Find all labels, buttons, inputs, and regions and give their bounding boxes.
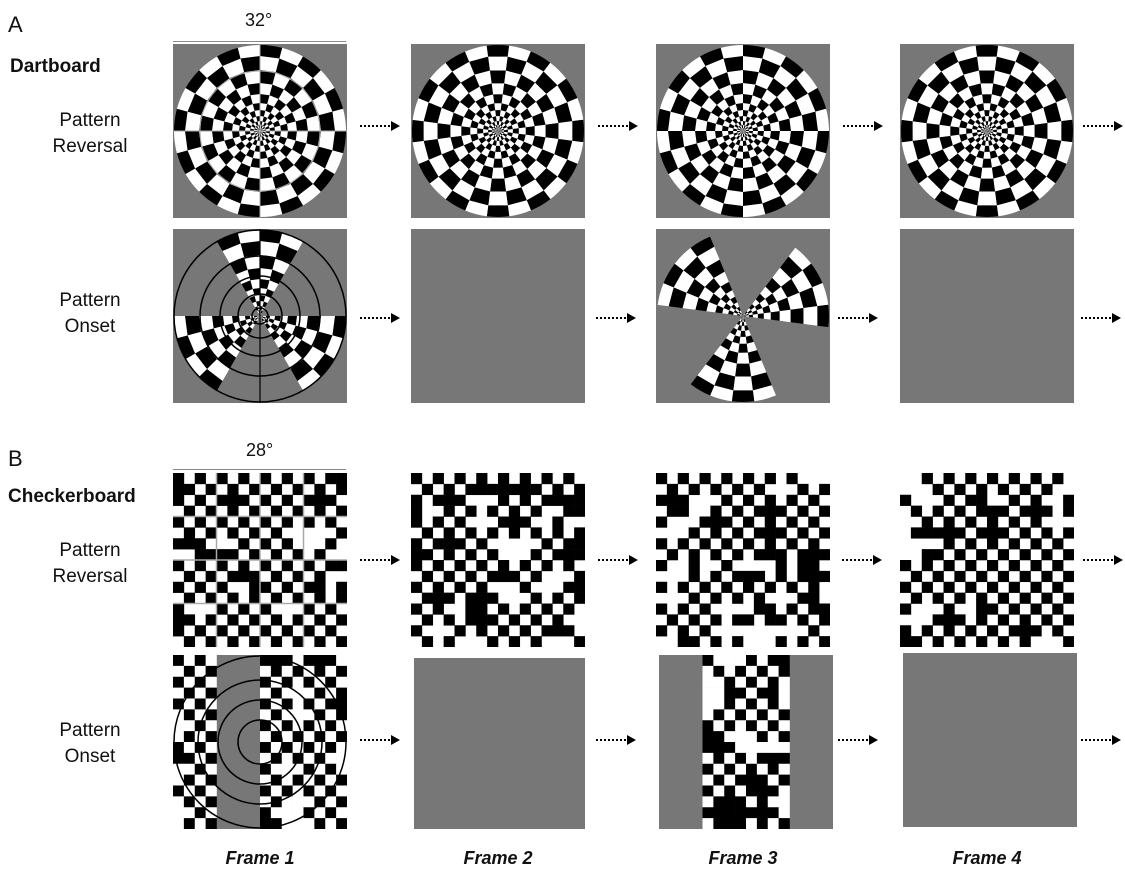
angle-label-a: 32° [245, 10, 272, 31]
checkerboard-onset-frame-1 [173, 655, 347, 829]
row-label-line1: Pattern [30, 718, 150, 744]
dartboard-onset-frame-2-blank [411, 229, 585, 403]
checkerboard-onset-frame-2-blank [414, 658, 585, 829]
row-label-line2: Reversal [30, 564, 150, 590]
row-label-line1: Pattern [30, 538, 150, 564]
frame-label-4: Frame 4 [907, 848, 1067, 869]
arrow-icon [843, 120, 883, 132]
arrow-icon [596, 312, 636, 324]
row-label-b-reversal: Pattern Reversal [30, 538, 150, 590]
arrow-icon [1083, 120, 1123, 132]
arrow-icon [360, 734, 400, 746]
arrow-icon [598, 120, 638, 132]
dartboard-reversal-frame-3 [656, 44, 830, 218]
scale-bar-b [173, 469, 346, 470]
checkerboard-reversal-frame-4 [900, 473, 1074, 647]
arrow-icon [360, 554, 400, 566]
dartboard-onset-frame-3 [656, 229, 830, 403]
angle-label-b: 28° [246, 440, 273, 461]
arrow-icon [842, 554, 882, 566]
panel-letter-a: A [8, 12, 23, 38]
dartboard-reversal-frame-1 [173, 44, 347, 218]
scale-bar-a [173, 41, 346, 42]
frame-label-3: Frame 3 [663, 848, 823, 869]
checkerboard-reversal-frame-1 [173, 473, 347, 647]
checkerboard-reversal-frame-2 [411, 473, 585, 647]
arrow-icon [838, 734, 878, 746]
checkerboard-onset-frame-4-blank [903, 653, 1077, 827]
row-label-a-onset: Pattern Onset [30, 288, 150, 340]
row-label-line2: Onset [30, 744, 150, 770]
arrow-icon [1081, 734, 1121, 746]
panel-letter-b: B [8, 446, 23, 472]
dartboard-onset-frame-4-blank [900, 229, 1074, 403]
dartboard-onset-frame-1 [173, 229, 347, 403]
arrow-icon [360, 312, 400, 324]
dartboard-reversal-frame-4 [900, 44, 1074, 218]
section-title-checkerboard: Checkerboard [8, 486, 136, 508]
frame-label-2: Frame 2 [418, 848, 578, 869]
section-title-dartboard: Dartboard [10, 56, 101, 78]
arrow-icon [596, 734, 636, 746]
checkerboard-onset-frame-3 [659, 655, 833, 829]
frame-label-1: Frame 1 [180, 848, 340, 869]
row-label-line2: Reversal [30, 134, 150, 160]
arrow-icon [598, 554, 638, 566]
row-label-line1: Pattern [30, 288, 150, 314]
dartboard-reversal-frame-2 [411, 44, 585, 218]
row-label-a-reversal: Pattern Reversal [30, 108, 150, 160]
row-label-b-onset: Pattern Onset [30, 718, 150, 770]
row-label-line2: Onset [30, 314, 150, 340]
arrow-icon [360, 120, 400, 132]
arrow-icon [838, 312, 878, 324]
arrow-icon [1081, 312, 1121, 324]
checkerboard-reversal-frame-3 [656, 473, 830, 647]
arrow-icon [1083, 554, 1123, 566]
row-label-line1: Pattern [30, 108, 150, 134]
